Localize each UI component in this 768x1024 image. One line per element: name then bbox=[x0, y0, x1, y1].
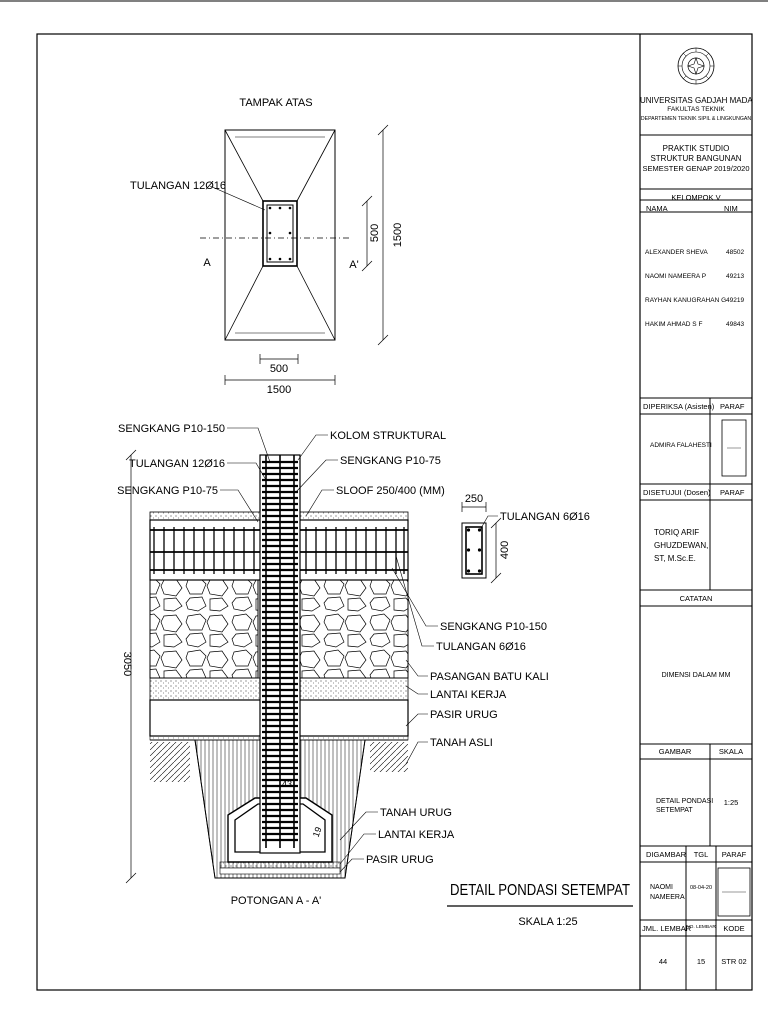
tb-drawing-1: DETAIL PONDASI bbox=[656, 798, 714, 805]
label-right-mid-0: SENGKANG P10-150 bbox=[440, 621, 547, 633]
dim-total-height: 1500 bbox=[392, 223, 404, 247]
dim-total-width: 1500 bbox=[267, 384, 291, 396]
tb-course-1: PRAKTIK STUDIO bbox=[662, 144, 730, 153]
tb-code-value: STR 02 bbox=[721, 957, 747, 966]
label-right-mid-4: PASIR URUG bbox=[430, 709, 498, 721]
cut-label-right: A' bbox=[349, 259, 358, 271]
tb-approved-3: ST, M.Sc.E. bbox=[654, 554, 696, 563]
tb-scale-value: 1:25 bbox=[723, 798, 739, 807]
tb-member-name-2: RAYHAN KANUGRAHAN G bbox=[645, 297, 727, 304]
tb-notes-label: CATATAN bbox=[679, 594, 713, 603]
sloof-rebar: TULANGAN 6Ø16 bbox=[500, 511, 590, 523]
tb-member-name-3: HAKIM AHMAD S F bbox=[645, 321, 703, 328]
label-right-mid-3: LANTAI KERJA bbox=[430, 689, 507, 701]
tb-drawn-1: NAOMI bbox=[650, 884, 673, 891]
tb-department: DEPARTEMEN TEKNIK SIPIL & LINGKUNGAN bbox=[640, 116, 752, 122]
drawing-scale: SKALA 1:25 bbox=[518, 916, 577, 928]
tb-sheet-no-label: NO. LEMBAR bbox=[686, 925, 716, 930]
dim-small-2: 19 bbox=[311, 826, 324, 839]
tb-group: KELOMPOK V bbox=[671, 193, 721, 202]
cut-label-left: A bbox=[203, 257, 211, 269]
label-right-bottom-0: TANAH URUG bbox=[380, 807, 452, 819]
label-right-mid-5: TANAH ASLI bbox=[430, 737, 493, 749]
label-right-top-2: SLOOF 250/400 (MM) bbox=[336, 485, 445, 497]
label-left-2: SENGKANG P10-75 bbox=[117, 485, 218, 497]
label-right-bottom-1: LANTAI KERJA bbox=[378, 829, 455, 841]
tb-university: UNIVERSITAS GADJAH MADA bbox=[640, 96, 753, 105]
tb-course-2: STRUKTUR BANGUNAN bbox=[650, 154, 742, 163]
sloof-width: 250 bbox=[465, 493, 483, 505]
label-left-0: SENGKANG P10-150 bbox=[118, 423, 225, 435]
label-left-1: TULANGAN 12Ø16 bbox=[129, 458, 225, 470]
dim-col-height: 500 bbox=[369, 224, 381, 242]
dim-small-1: 43 bbox=[282, 779, 292, 789]
tb-faculty: FAKULTAS TEKNIK bbox=[667, 106, 725, 113]
tb-code-label: KODE bbox=[723, 924, 745, 933]
tb-member-nim-3: 49843 bbox=[726, 321, 745, 328]
label-right-top-0: KOLOM STRUKTURAL bbox=[330, 430, 446, 442]
tb-notes: DIMENSI DALAM MM bbox=[661, 672, 731, 679]
section-title: POTONGAN A - A' bbox=[231, 895, 322, 907]
tb-paraf-2: PARAF bbox=[720, 488, 745, 497]
plan-title: TAMPAK ATAS bbox=[239, 97, 312, 109]
tb-drawn-2: NAMEERA bbox=[650, 894, 685, 901]
tb-col-nim: NIM bbox=[724, 204, 738, 213]
tb-paraf-3: PARAF bbox=[721, 850, 747, 859]
tb-member-nim-1: 49213 bbox=[726, 273, 745, 280]
plan-rebar-label: TULANGAN 12Ø16 bbox=[130, 180, 226, 192]
tb-sheet-no-value: 15 bbox=[696, 957, 706, 966]
tb-checked-label: DIPERIKSA (Asisten) bbox=[643, 402, 715, 411]
tb-approved-label: DISETUJUI (Dosen) bbox=[643, 488, 711, 497]
tb-checked-by: ADMIRA FALAHESTI bbox=[650, 442, 712, 449]
tb-approved-2: GHUZDEWAN, bbox=[654, 541, 709, 550]
plan-view: TAMPAK ATAS A A' TULANGAN 12Ø16 500 1500… bbox=[130, 97, 404, 396]
dim-section-height: 3050 bbox=[121, 652, 133, 676]
tb-member-nim-0: 48502 bbox=[726, 249, 745, 256]
sheet-border bbox=[36, 33, 753, 991]
drawing-title: DETAIL PONDASI SETEMPAT bbox=[450, 882, 630, 899]
tb-col-name: NAMA bbox=[646, 204, 668, 213]
dim-col-width: 500 bbox=[270, 363, 288, 375]
label-right-mid-2: PASANGAN BATU KALI bbox=[430, 671, 549, 683]
tb-approved-1: TORIQ ARIF bbox=[654, 528, 700, 537]
tb-member-nim-2: 49219 bbox=[726, 297, 745, 304]
tb-drawing-2: SETEMPAT bbox=[656, 807, 693, 814]
label-right-top-1: SENGKANG P10-75 bbox=[340, 455, 441, 467]
tb-date-label: TGL bbox=[693, 850, 709, 859]
section-view: 43 19 3050 POTONGAN A - A' SENGKANG P10-… bbox=[117, 423, 549, 907]
sloof-height: 400 bbox=[499, 541, 511, 559]
sloof-section: 250 400 TULANGAN 6Ø16 bbox=[461, 493, 590, 584]
tb-member-name-1: NAOMI NAMEERA P bbox=[645, 273, 707, 280]
tb-course-3: SEMESTER GENAP 2019/2020 bbox=[642, 164, 750, 173]
tb-sheets-value: 44 bbox=[658, 957, 668, 966]
tb-sheets-label: JML. LEMBAR bbox=[642, 924, 692, 933]
ugm-logo bbox=[677, 47, 715, 85]
tb-member-name-0: ALEXANDER SHEVA bbox=[645, 249, 708, 256]
label-right-bottom-2: PASIR URUG bbox=[366, 854, 434, 866]
tb-drawing-label: GAMBAR bbox=[658, 747, 692, 756]
tb-drawn-label: DIGAMBAR bbox=[646, 850, 687, 859]
tb-scale-label: SKALA bbox=[718, 747, 744, 756]
label-right-mid-1: TULANGAN 6Ø16 bbox=[436, 641, 526, 653]
tb-paraf-1: PARAF bbox=[720, 402, 745, 411]
tb-date-value: 08-04-20 bbox=[689, 885, 713, 891]
